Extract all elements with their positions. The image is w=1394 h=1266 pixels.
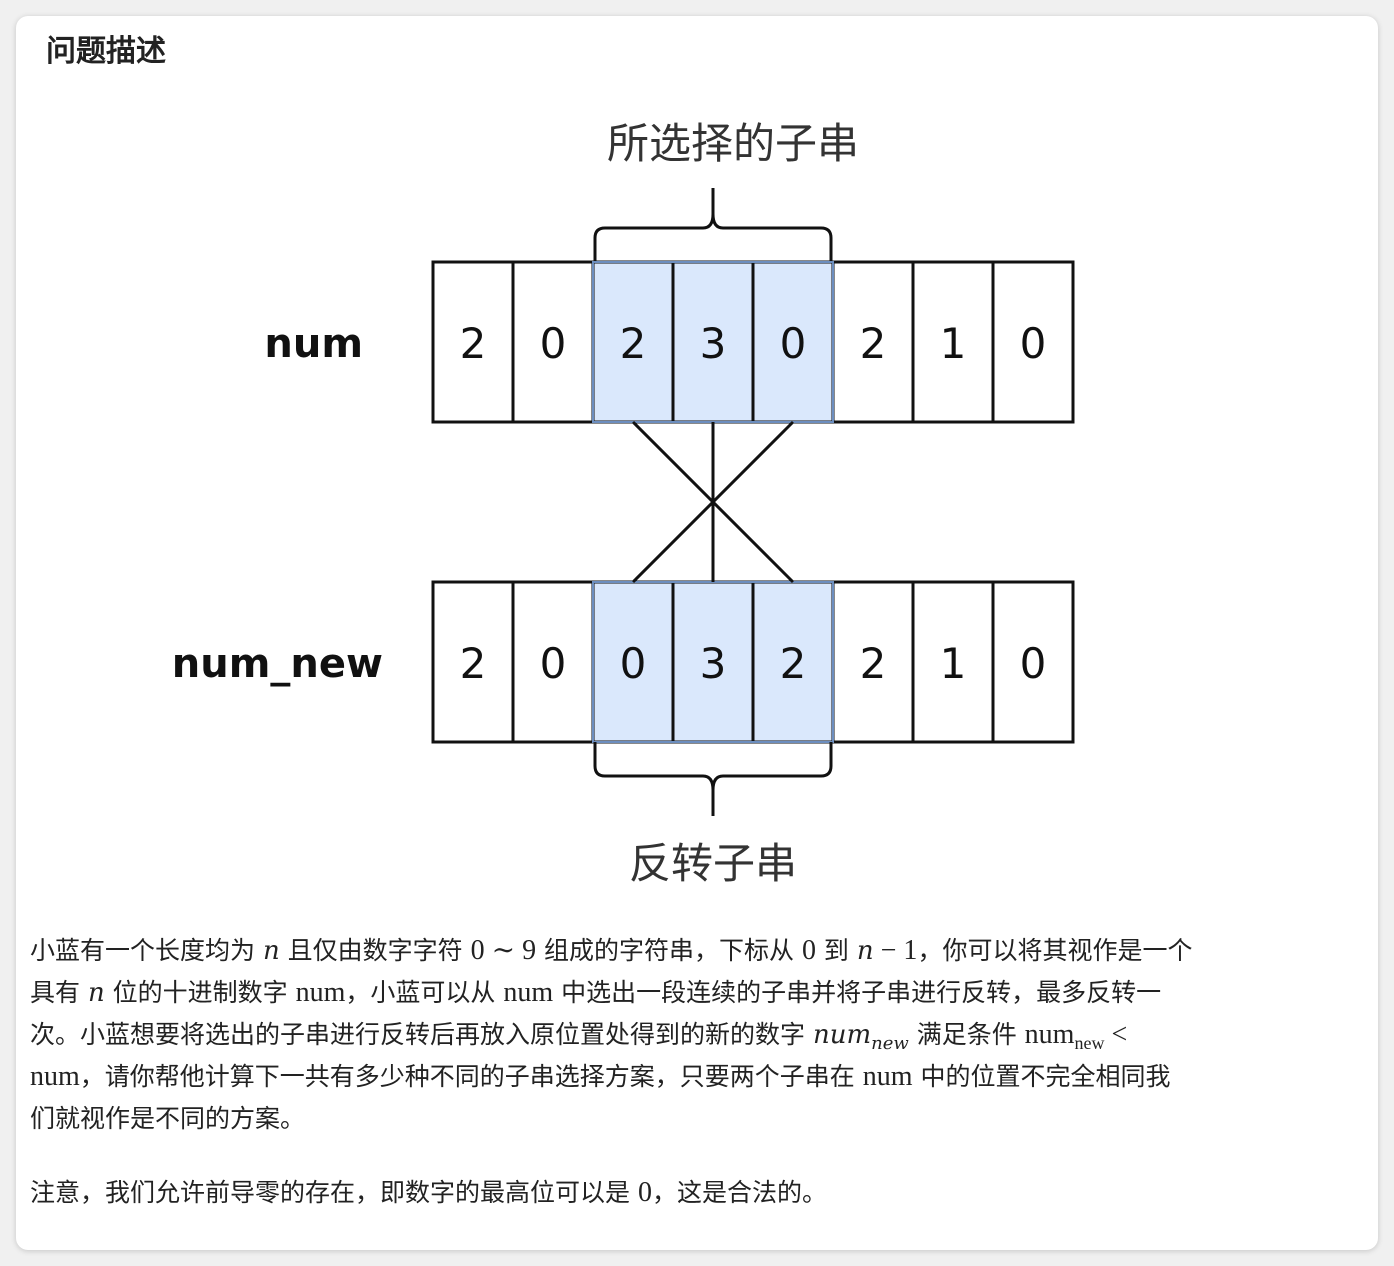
text: 注意，我们允许前导零的存在，即数字的最高位可以是 [30,1178,638,1207]
digit: 3 [700,319,727,368]
paragraph-line: 具有 n 位的十进制数字 num，小蓝可以从 num 中选出一段连续的子串并将子… [30,972,1350,1014]
digit: 3 [700,639,727,688]
num-new-row-label: num_new [172,641,383,687]
num-cells: 2 0 2 3 0 2 1 0 [431,260,1075,424]
digit: 0 [780,319,807,368]
digit-cell [911,580,995,744]
math: 0 [637,1177,652,1208]
text: ，你可以将其视作是一个 [917,936,1193,965]
note-line: 注意，我们允许前导零的存在，即数字的最高位可以是 0，这是合法的。 [30,1172,1350,1214]
math: numnew [1024,1019,1105,1053]
math: n [262,936,280,966]
digit: 0 [1020,639,1047,688]
math-subscript: new [1074,1033,1105,1053]
math: num [295,977,346,1008]
text: 们就视作是不同的方案。 [30,1104,306,1133]
text: ，小蓝可以从 [345,978,504,1007]
math-subscript: new [871,1033,909,1054]
text: ，请你帮他计算下一共有多少种不同的子串选择方案，只要两个子串在 [79,1062,863,1091]
num-new-cells: 2 0 0 3 2 2 1 0 [431,580,1075,744]
num-row-label: num [264,321,363,367]
digit-cell [991,260,1075,424]
text: ，这是合法的。 [651,1178,827,1207]
text: 组成的字符串，下标从 [536,936,802,965]
reversed-substring-label: 反转子串 [629,839,797,888]
digit-cell [431,260,515,424]
math: 0 ∼ 9 [470,935,537,966]
digit-cell [991,580,1075,744]
paragraph-line: num，请你帮他计算下一共有多少种不同的子串选择方案，只要两个子串在 num 中… [30,1056,1350,1098]
digit: 1 [940,639,967,688]
digit: 2 [460,319,487,368]
math: num [30,1061,80,1092]
math: numnew [812,1020,909,1054]
text: 次。小蓝想要将选出的子串进行反转后再放入原位置处得到的新的数字 [30,1020,813,1049]
digit: 0 [1020,319,1047,368]
digit: 0 [540,319,567,368]
digit-cell [911,260,995,424]
text: 具有 [30,978,88,1007]
text: 小蓝有一个长度均为 [30,936,263,965]
math: n [87,978,105,1008]
text: 中的位置不完全相同我 [912,1062,1171,1091]
math: 0 [801,935,816,966]
paragraph-line: 小蓝有一个长度均为 n 且仅由数字字符 0 ∼ 9 组成的字符串，下标从 0 到… [30,930,1350,972]
paragraph-line: 次。小蓝想要将选出的子串进行反转后再放入原位置处得到的新的数字 numnew 满… [30,1014,1350,1056]
digit: 0 [620,639,647,688]
math: n [856,936,874,966]
digit-cell [831,580,915,744]
text: 满足条件 [908,1020,1025,1049]
highlighted-cell [591,580,675,744]
digit: 1 [940,319,967,368]
paragraph-line: 们就视作是不同的方案。 [30,1098,1350,1140]
top-brace-icon [593,188,833,262]
math: − 1 [873,935,918,966]
reverse-substring-diagram: 所选择的子串 num num_new 2 0 2 3 0 2 1 0 2 0 0 3 2 2 1 0 反转子… [172,119,1075,888]
digit: 0 [540,639,567,688]
text: 位的十进制数字 [104,978,296,1007]
text: 中选出一段连续的子串并将子串进行反转，最多反转一 [553,978,1162,1007]
math: num [862,1061,913,1092]
problem-description: 小蓝有一个长度均为 n 且仅由数字字符 0 ∼ 9 组成的字符串，下标从 0 到… [30,930,1350,1214]
digit: 2 [860,639,887,688]
digit: 2 [860,319,887,368]
digit: 2 [460,639,487,688]
highlighted-cell [751,260,835,424]
math: num [503,977,554,1008]
digit: 2 [620,319,647,368]
digit-cell [511,580,595,744]
text: 到 [815,936,857,965]
section-title: 问题描述 [46,34,166,69]
digit: 2 [780,639,807,688]
text: 且仅由数字字符 [279,936,471,965]
digit-cell [431,580,515,744]
math: < [1104,1019,1128,1050]
bottom-brace-icon [593,742,833,816]
selected-substring-label: 所选择的子串 [607,119,859,168]
highlighted-cell [671,580,755,744]
digit-cell [831,260,915,424]
